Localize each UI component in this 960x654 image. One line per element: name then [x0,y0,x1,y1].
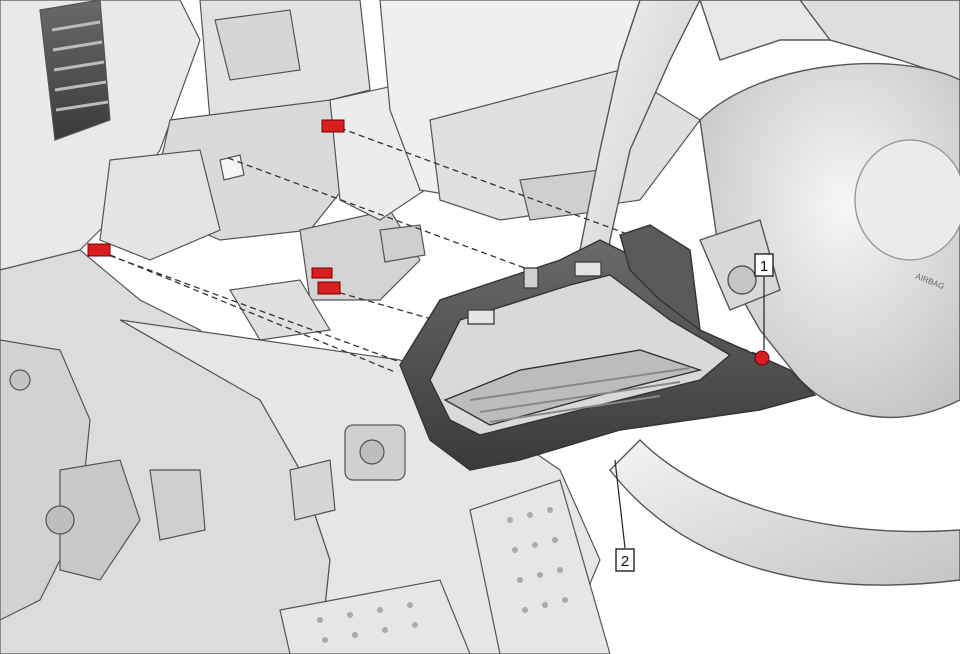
screw-highlight [754,350,770,366]
callout-2: 2 [615,548,635,572]
callout-1: 1 [754,253,774,277]
pedals [279,479,611,654]
dashboard-body [0,0,601,654]
trim-panel-part-2 [399,224,817,471]
clip-highlight [321,119,345,133]
clip-highlight [87,243,111,257]
clip-highlights [87,119,770,366]
clip-highlight [317,281,341,295]
callout-1-label: 1 [760,258,768,275]
callout-leaders [614,277,765,549]
dash-bracket-structure [99,0,441,341]
clip-highlight [311,267,333,279]
callout-2-label: 2 [621,553,629,570]
